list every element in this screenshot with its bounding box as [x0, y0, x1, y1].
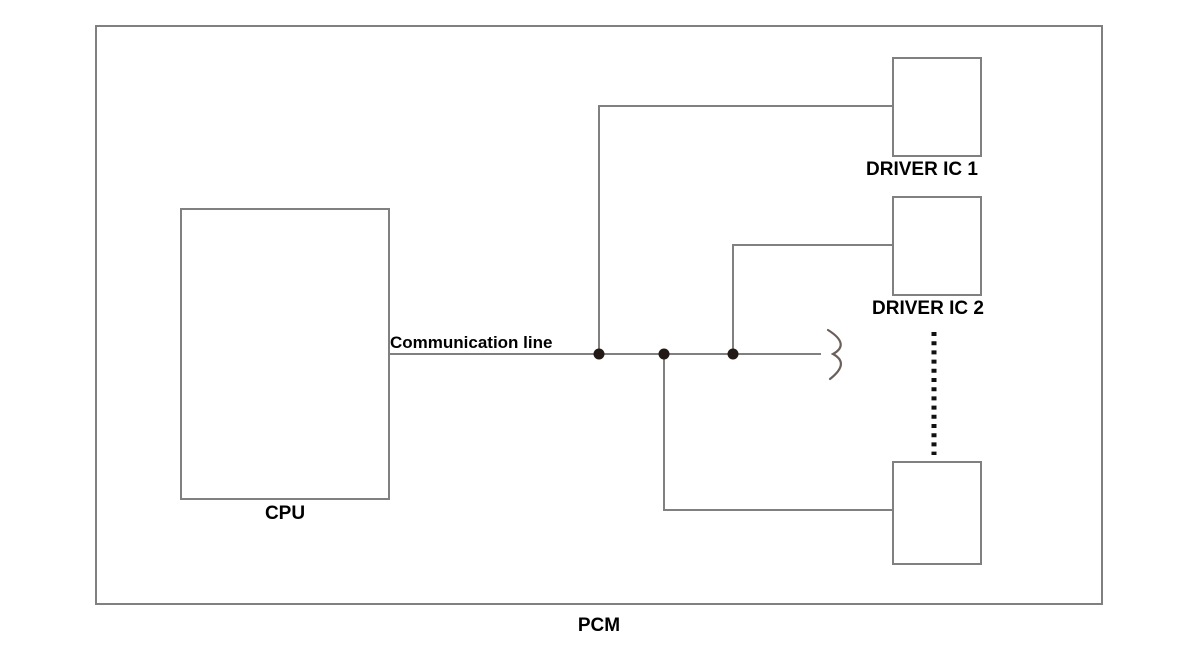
junction-dot-driver-n: [658, 348, 670, 360]
block-label-driver-ic-1: DRIVER IC 1: [866, 159, 978, 180]
block-rectangles: [180, 57, 982, 565]
block-label-cpu: CPU: [264, 503, 306, 524]
communication-line-label: Communication line: [390, 333, 553, 352]
connection-lines: [388, 105, 894, 511]
block-driver-ic-2[interactable]: [892, 196, 982, 296]
block-cpu[interactable]: [180, 208, 390, 500]
block-driver-ic-n[interactable]: [892, 461, 982, 565]
block-label-driver-ic-2: DRIVER IC 2: [872, 298, 984, 319]
wire-bus-to-driver1: [598, 105, 894, 355]
junction-dot-driver1: [593, 348, 605, 360]
wire-bus-to-driver2: [732, 244, 894, 355]
pcm-enclosure-rect: [95, 25, 1103, 605]
block-driver-ic-1[interactable]: [892, 57, 982, 157]
junction-dot-driver2: [727, 348, 739, 360]
line-break-squiggle-icon: [826, 328, 842, 381]
pcm-enclosure-label: PCM: [577, 615, 621, 636]
wire-bus-to-driver-n: [663, 353, 894, 511]
junction-dots: [593, 348, 739, 360]
